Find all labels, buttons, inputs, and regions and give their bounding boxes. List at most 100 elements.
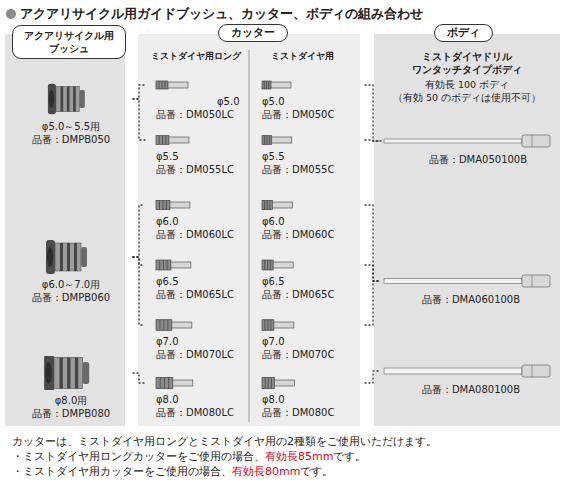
cutter-flute — [270, 260, 271, 270]
cutter-head — [156, 320, 172, 331]
cutter-icon — [146, 198, 246, 212]
cutter-head — [262, 81, 271, 89]
cutter-flute — [271, 377, 272, 388]
body-shaft — [384, 279, 522, 284]
body-groove — [532, 365, 533, 377]
cutter-head — [262, 260, 273, 270]
cutter-flute — [162, 200, 163, 209]
cutter-shank — [273, 262, 293, 268]
body-groove — [532, 135, 533, 147]
cutter-icon — [146, 318, 246, 332]
bushing-bore — [49, 90, 54, 108]
bush-item: φ5.0～5.5用品番：DMPB050 — [10, 82, 132, 146]
part-number: 品番：DM050C — [252, 108, 364, 121]
cutter-shank — [171, 262, 191, 268]
dotted-connector — [365, 265, 381, 281]
size-label: φ6.5 — [146, 275, 258, 288]
column-heading: ミストダイヤ用 — [252, 50, 352, 63]
cutter-icon — [252, 376, 352, 390]
body-icon — [382, 364, 554, 378]
cutter-flute — [165, 136, 166, 145]
body-item: 品番：DMA060100B — [382, 274, 560, 314]
body-note: 有効長 100 ボディ — [374, 78, 560, 91]
cutter-icon — [146, 133, 246, 147]
bushing-bore — [45, 362, 52, 384]
bushing-icon — [10, 82, 120, 116]
cutter-flute — [165, 81, 166, 89]
size-label: φ6.5 — [252, 275, 364, 288]
cutter-icon — [146, 376, 246, 390]
cutter-flute — [160, 377, 161, 388]
cutter-head — [156, 260, 171, 270]
body-shaft — [384, 139, 522, 143]
cutter-item: φ6.5品番：DM065LC — [146, 258, 258, 302]
size-label: φ6.0 — [252, 215, 364, 228]
cutter-head — [262, 377, 275, 388]
cutter-flute — [159, 81, 160, 89]
bushing-groove — [67, 358, 70, 389]
dotted-connector — [365, 281, 381, 325]
bushing-sleeve — [56, 86, 79, 111]
cutter-flute — [265, 377, 266, 388]
highlight-note: 有効長85mm — [265, 450, 333, 463]
highlight-note: 有効長80mm — [232, 465, 300, 478]
cutter-shank — [274, 322, 294, 328]
cutter-flute — [267, 320, 268, 331]
cutter-flute — [268, 81, 269, 89]
cutter-flute — [168, 377, 169, 388]
bushing-groove — [60, 243, 63, 271]
cutter-head — [262, 136, 272, 145]
part-number: 品番：DM080C — [252, 406, 364, 419]
part-number: 品番：DM055C — [252, 163, 364, 176]
body-type: ワンタッチタイプボディ — [374, 63, 560, 76]
part-number: 品番：DM070LC — [146, 348, 258, 361]
cutter-flute — [264, 260, 265, 270]
cutter-head — [156, 136, 169, 145]
column-heading: ミストダイヤ用ロング — [146, 50, 246, 63]
cutter-head — [156, 200, 170, 209]
cutter-shank — [272, 202, 292, 208]
group-panel: φ5.0品番：DM050LCφ5.0品番：DM050Cφ5.5品番：DM055L… — [138, 34, 360, 426]
cutter-flute — [266, 81, 267, 89]
body-head — [522, 365, 550, 377]
size-label: φ5.0 — [252, 95, 364, 108]
part-number: 品番：DM050LC — [146, 108, 258, 121]
cutter-item: φ5.5品番：DM055LC — [146, 133, 258, 177]
size-label: φ6.0～7.0用 — [10, 278, 132, 291]
part-number: 品番：DMPB050 — [10, 133, 132, 146]
cutter-item: φ8.0品番：DM080C — [252, 376, 364, 420]
cutter-flute — [269, 200, 270, 209]
cutter-head — [262, 200, 272, 209]
cutter-head — [156, 81, 168, 89]
cutter-shank — [170, 202, 190, 208]
cutter-flute — [164, 377, 165, 388]
body-shaft — [384, 368, 522, 374]
bushing-icon — [10, 356, 120, 390]
group-panel: φ5.0～5.5用品番：DMPB050φ6.0～7.0用品番：DMPB060φ8… — [5, 34, 125, 426]
bushing-flange — [48, 84, 56, 115]
cutter-shank — [172, 322, 192, 328]
bushing-groove — [75, 358, 78, 389]
size-label: φ5.5 — [252, 150, 364, 163]
cutter-flute — [269, 136, 270, 145]
cutter-flute — [167, 320, 168, 331]
body-head — [522, 135, 550, 147]
cutter-flute — [264, 136, 265, 145]
note-text: です。 — [333, 450, 366, 463]
cutter-flute — [266, 136, 267, 145]
body-item: 品番：DMA050100B — [382, 134, 560, 174]
cutter-flute — [267, 200, 268, 209]
cutter-flute — [166, 200, 167, 209]
cutter-icon — [252, 318, 352, 332]
note-line: ・ミストダイヤ用カッターをご使用の場合、有効長80mmです。 — [12, 464, 437, 479]
part-number: 品番：DM080LC — [146, 406, 258, 419]
cutter-icon — [252, 198, 352, 212]
cutter-flute — [264, 320, 265, 331]
size-label: φ8.0用 — [10, 394, 132, 407]
bushing-bore — [47, 247, 53, 267]
notes: カッターは、ミストダイヤ用ロングとミストダイヤ用の2種類をご使用いただけます。・… — [12, 434, 437, 479]
cutter-shank — [275, 380, 295, 386]
cutter-flute — [163, 320, 164, 331]
cutter-head — [262, 320, 274, 331]
cutter-flute — [268, 377, 269, 388]
